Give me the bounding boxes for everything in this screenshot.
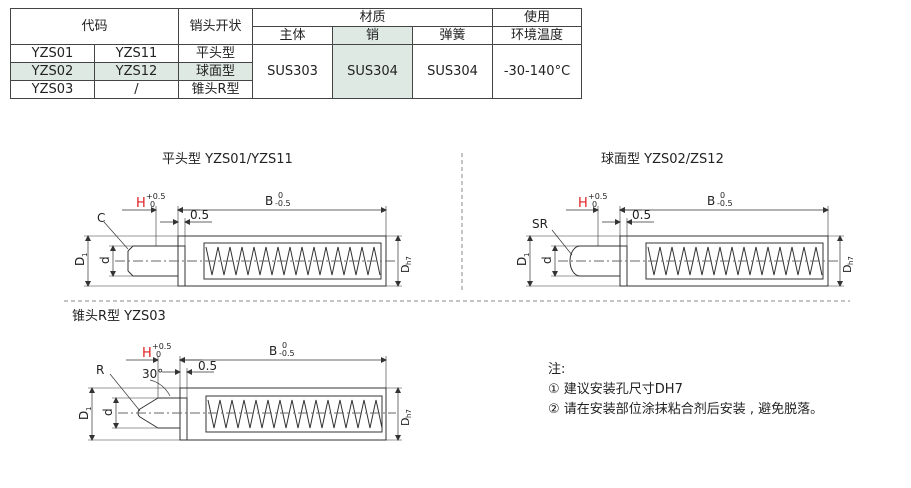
svg-text:1: 1 [523,253,531,257]
cone-label-h-upper: +0.5 [152,342,171,351]
cell-code2: YZS12 [94,62,179,81]
cone-shoulder [179,388,188,441]
cell-shape: 锥头R型 [178,80,253,99]
svg-text:d: d [540,256,554,264]
svg-text:d: d [98,256,112,264]
flat-label-d: d [98,256,112,264]
cell-spring-material: SUS304 [412,44,493,99]
cone-head-drawing [88,356,402,441]
cell-shape: 球面型 [178,62,253,81]
cone-head-labels: R 30° H +0.5 0 B 0 -0.5 0.5 D 1 d D h7 [77,341,413,426]
cone-label-gap: 0.5 [198,359,217,373]
cone-label-h-lower: 0 [156,350,161,359]
flat-label-dh7: D h7 [399,256,413,273]
svg-text:1: 1 [81,253,89,257]
cone-label-dh7: D h7 [399,409,413,426]
flat-head-labels: C H +0.5 0 B 0 -0.5 0.5 D 1 d D h7 [73,191,413,273]
svg-text:D: D [841,265,854,273]
cone-spring-coils [207,399,383,429]
sphere-label-d: d [540,256,554,264]
cone-pin [137,397,180,429]
sphere-label-d1: D 1 [515,253,531,266]
cone-label-b: B [269,344,277,358]
cone-label-r: R [96,363,104,377]
header-code: 代码 [10,8,179,45]
cell-temperature: -30-140°C [492,44,582,99]
sphere-label-b: B [707,194,715,208]
cone-drawing-title: 锥头R型 YZS03 [72,309,166,324]
flat-leader-c [103,221,129,250]
note-item-1: ① 建议安装孔尺寸DH7 [548,382,683,397]
svg-text:D: D [73,257,87,266]
svg-text:h7: h7 [847,256,855,265]
cone-label-b-upper: 0 [282,341,287,350]
flat-label-h: H [136,196,146,211]
flat-drawing-title: 平头型 YZS01/YZS11 [162,152,293,167]
flat-label-d1: D 1 [73,253,89,266]
sphere-head-labels: SR H +0.5 0 B 0 -0.5 0.5 D 1 d D h7 [515,191,855,273]
table-row: YZS03 / 锥头R型 [10,80,582,99]
sphere-pin [569,245,620,277]
flat-spring-coils [205,246,381,276]
flat-label-b: B [265,194,273,208]
cone-angle-arc [149,379,171,397]
svg-text:D: D [399,265,412,273]
flat-label-h-upper: +0.5 [146,192,165,201]
svg-text:h7: h7 [405,256,413,265]
header-pin-shape: 销头开状 [178,8,253,45]
note-item-2: ② 请在安装部位涂抹粘合剂后安装 , 避免脱落。 [548,402,824,417]
svg-text:D: D [77,411,91,420]
flat-head-drawing [84,206,402,287]
header-pin: 销 [332,26,413,45]
cone-label-b-lower: -0.5 [279,349,295,358]
cell-code1: YZS03 [10,80,95,99]
cone-label-d1: D 1 [77,407,93,420]
sphere-label-h-upper: +0.5 [588,192,607,201]
sphere-label-gap: 0.5 [632,208,651,222]
svg-text:d: d [101,408,115,416]
svg-text:D: D [515,257,529,266]
flat-label-b-lower: -0.5 [275,199,291,208]
flat-label-gap: 0.5 [190,208,209,222]
sphere-drawing-title: 球面型 YZS02/ZS12 [601,152,724,167]
flat-label-c: C [97,211,105,225]
cell-shape: 平头型 [178,44,253,63]
cell-code1: YZS01 [10,44,95,63]
spec-table: 代码 销头开状 材质 使用 主体 销 弹簧 环境温度 YZS01 YZS11 平… [10,8,582,99]
flat-label-h-lower: 0 [150,200,155,209]
notes-block: 注: ① 建议安装孔尺寸DH7 ② 请在安装部位涂抹粘合剂后安装 , 避免脱落。 [548,360,823,420]
svg-text:1: 1 [85,407,93,411]
sphere-head-drawing [526,206,844,287]
sphere-label-h-lower: 0 [592,200,597,209]
sphere-leader-sr [551,229,573,256]
cone-body [179,387,387,441]
svg-text:h7: h7 [405,409,413,418]
sphere-label-b-upper: 0 [720,191,725,200]
svg-text:D: D [399,418,412,426]
sphere-label-dh7: D h7 [841,256,855,273]
cone-leader-r [109,373,141,412]
sphere-label-h: H [578,196,588,211]
notes-title: 注: [548,362,566,377]
flat-label-b-upper: 0 [278,191,283,200]
cell-pin-material: SUS304 [332,44,413,99]
table-row: YZS01 YZS11 平头型 SUS303 SUS304 SUS304 -30… [10,44,582,99]
cone-label-angle: 30° [142,367,163,381]
cone-spring-cavity [205,395,383,433]
sphere-label-sr: SR [532,217,548,231]
cell-code1: YZS02 [10,62,95,81]
flat-pin [127,245,178,277]
cone-label-d: d [101,408,115,416]
cell-main-body-material: SUS303 [252,44,333,99]
cone-label-h: H [142,346,152,361]
sphere-label-b-lower: -0.5 [717,199,733,208]
